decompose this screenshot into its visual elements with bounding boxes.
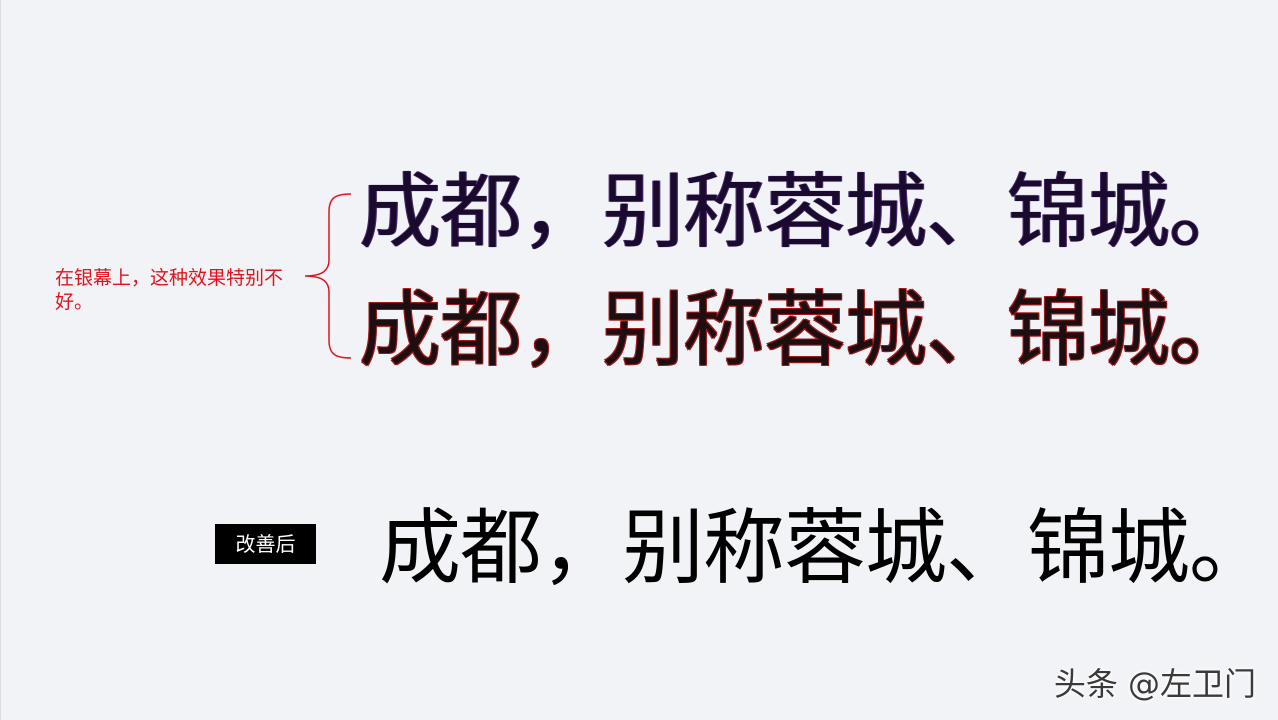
watermark: 头条 @左卫门	[1053, 665, 1256, 703]
example-line-improved: 成都，别称蓉城、锦城。	[379, 501, 1271, 596]
curly-brace	[304, 193, 352, 359]
improved-badge: 改善后	[215, 524, 316, 564]
example-line-purple-outline: 成都，别称蓉城、锦城。	[359, 165, 1251, 260]
note-text: 在银幕上，这种效果特别不好。	[55, 267, 284, 313]
example-line-red-outline: 成都，别称蓉城、锦城。	[359, 283, 1251, 378]
